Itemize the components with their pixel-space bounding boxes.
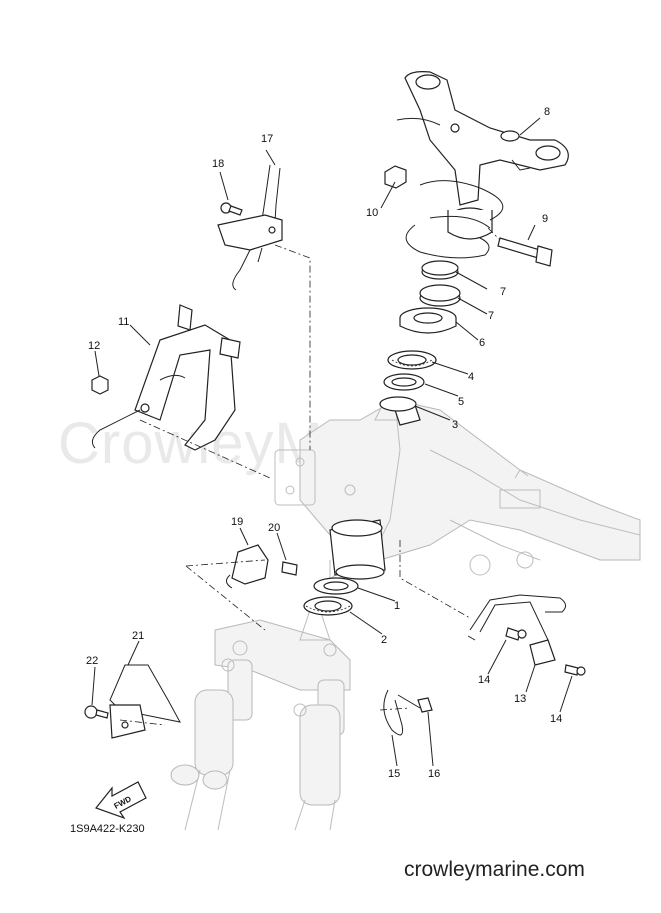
callout-11: 11 bbox=[118, 316, 129, 328]
bearing-part-2 bbox=[303, 596, 353, 616]
callout-17: 17 bbox=[261, 133, 273, 145]
callout-4: 4 bbox=[468, 371, 474, 383]
callout-20: 20 bbox=[268, 522, 280, 534]
callout-12: 12 bbox=[88, 340, 100, 352]
callout-labels: 1 2 3 4 5 6 7 7 8 9 10 11 12 13 14 14 15… bbox=[86, 106, 562, 780]
callout-3: 3 bbox=[452, 419, 458, 431]
callout-18: 18 bbox=[212, 158, 224, 170]
callout-15: 15 bbox=[388, 768, 400, 780]
callout-7b: 7 bbox=[488, 310, 494, 322]
headlight-stay-part-11 bbox=[91, 304, 241, 451]
nut-part-12 bbox=[91, 375, 109, 395]
hose-guide-part-21 bbox=[109, 664, 181, 739]
callout-21: 21 bbox=[132, 630, 144, 642]
callout-14a: 14 bbox=[478, 674, 490, 686]
callout-8: 8 bbox=[544, 106, 550, 118]
upper-bracket-part-8 bbox=[396, 71, 569, 240]
callout-1: 1 bbox=[394, 600, 400, 612]
bolt-part-14-lower bbox=[564, 664, 586, 676]
callout-2: 2 bbox=[381, 634, 387, 646]
callout-7a: 7 bbox=[500, 286, 506, 298]
nut-part-10 bbox=[384, 165, 407, 189]
callout-14b: 14 bbox=[550, 713, 562, 725]
race-part-1 bbox=[313, 577, 359, 595]
callout-19: 19 bbox=[231, 516, 243, 528]
ring-nut-part-7-lower bbox=[419, 284, 461, 307]
bolt-part-20 bbox=[281, 561, 298, 576]
callout-22: 22 bbox=[86, 655, 98, 667]
screw-part-18 bbox=[220, 202, 243, 216]
callout-9: 9 bbox=[542, 213, 548, 225]
bolt-part-22 bbox=[84, 705, 109, 719]
document-code: 1S9A422-K230 bbox=[70, 823, 145, 835]
assembly-lines bbox=[91, 117, 573, 767]
callout-16: 16 bbox=[428, 768, 440, 780]
callout-13: 13 bbox=[514, 693, 526, 705]
callout-5: 5 bbox=[458, 396, 464, 408]
race-part-3 bbox=[379, 396, 417, 412]
bolt-part-16 bbox=[417, 697, 433, 713]
bracket-part-19 bbox=[226, 544, 269, 589]
site-text: crowleymarine.com bbox=[404, 858, 585, 881]
front-fork-ghost bbox=[170, 609, 351, 831]
callout-6: 6 bbox=[479, 337, 485, 349]
fwd-arrow-icon: FWD bbox=[95, 781, 147, 820]
ring-nut-part-7-upper bbox=[421, 260, 459, 280]
cable-bracket-part-13 bbox=[467, 594, 566, 666]
clip-ring bbox=[405, 215, 491, 259]
bolt-part-14-upper bbox=[505, 627, 527, 641]
clamp-part-15 bbox=[383, 689, 421, 736]
cable-guide-part-17 bbox=[217, 164, 283, 291]
bearing-part-4 bbox=[387, 350, 437, 370]
washer-part-6 bbox=[399, 307, 457, 334]
callout-10: 10 bbox=[366, 207, 378, 219]
race-part-5 bbox=[383, 373, 425, 391]
bolt-part-9 bbox=[497, 237, 553, 267]
